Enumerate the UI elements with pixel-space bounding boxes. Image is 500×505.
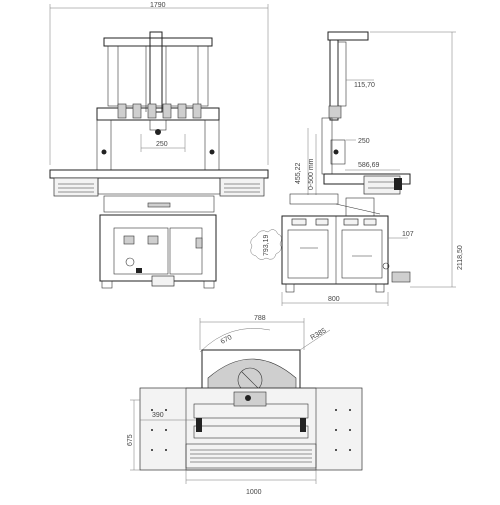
top-width-label: 788 — [254, 315, 266, 322]
top-grid-cover — [190, 449, 312, 463]
side-base-cabinet — [281, 215, 389, 285]
right-extension-table — [219, 177, 265, 197]
side-height-label: 455,22 — [295, 162, 302, 184]
foot-pedal — [151, 275, 175, 287]
table-carriage — [97, 177, 221, 195]
side-reach-label: 586,69 — [358, 162, 380, 169]
column-top-beam — [103, 37, 213, 47]
work-table — [49, 169, 269, 179]
central-column — [149, 31, 163, 113]
left-extension-table — [53, 177, 99, 197]
front-width-label: 1790 — [150, 2, 166, 9]
electrical-panel — [113, 227, 169, 275]
left-upright — [96, 119, 112, 171]
right-upright — [204, 119, 220, 171]
side-rotation-label: 793,19 — [263, 234, 270, 256]
side-foot-pedal — [391, 271, 411, 283]
side-arm-spacing-label: 250 — [358, 138, 370, 145]
top-arc-label: 670 — [220, 334, 234, 346]
side-view: 115,70 250 455,22 0-500 mm 586,69 — [250, 31, 464, 306]
side-top-arm — [327, 31, 369, 41]
front-spacing-label: 250 — [156, 141, 168, 148]
top-radius-label: R385 — [310, 327, 328, 341]
side-depth-label: 800 — [328, 296, 340, 303]
front-view: 1790 250 — [49, 2, 269, 289]
column-frame — [107, 45, 209, 107]
rotation-marker — [250, 229, 282, 260]
spindle-head — [149, 119, 167, 131]
table-support — [103, 195, 215, 213]
side-range-label: 0-500 mm — [308, 158, 315, 190]
side-extension-table — [289, 193, 339, 205]
total-height-label: 2118,50 — [457, 245, 464, 270]
side-clearance-label: 107 — [402, 231, 414, 238]
top-offset-label: 390 — [152, 412, 164, 419]
top-total-width-label: 1000 — [246, 489, 262, 496]
side-arm-offset-label: 115,70 — [354, 82, 375, 89]
side-vertical-guide — [321, 117, 333, 175]
top-view: 788 670 R385 3 — [127, 315, 363, 496]
top-depth-label: 675 — [127, 434, 134, 446]
side-motor — [330, 139, 346, 165]
